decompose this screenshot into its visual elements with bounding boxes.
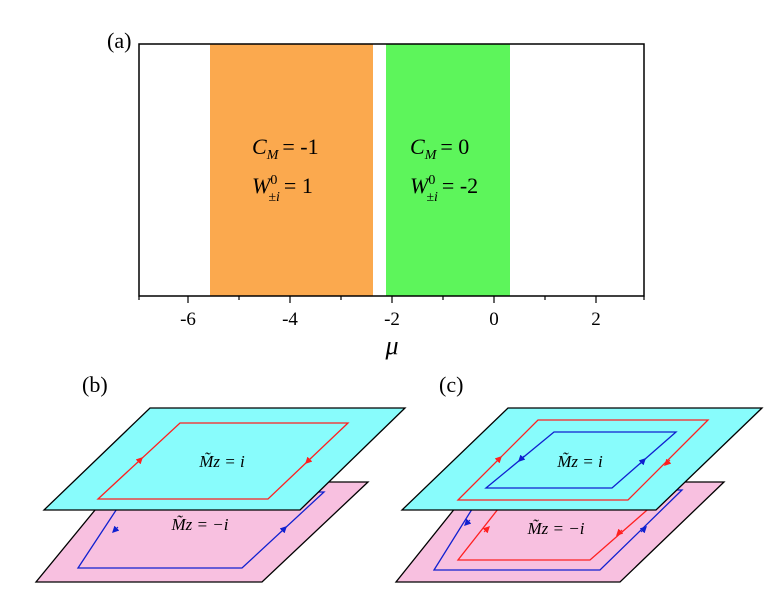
tick-label: 0 xyxy=(489,309,499,330)
top-plane xyxy=(400,407,764,511)
phase-band-green xyxy=(386,44,510,296)
tick-label: 2 xyxy=(591,309,601,330)
blue-arrow-icon xyxy=(279,526,287,534)
panel-c: (c) M̃z = −i M̃z = i xyxy=(394,372,764,583)
blue-edge-loop xyxy=(484,431,678,489)
red-arrow-icon xyxy=(305,456,313,464)
red-edge-loop xyxy=(456,419,710,501)
panel-a: (a) CM= -1 W0±i= 1 CM= 0 W0±i= -2 xyxy=(107,28,645,360)
tick-label: -2 xyxy=(384,309,400,330)
x-axis-label: μ xyxy=(384,331,398,360)
bottom-plane-label: M̃z = −i xyxy=(527,519,585,538)
red-edge-loop xyxy=(96,422,350,500)
band-1-winding-label: W0±i= 1 xyxy=(252,173,313,205)
bottom-plane-label: M̃z = −i xyxy=(171,515,229,534)
blue-arrow-icon xyxy=(639,526,647,534)
panel-b-label: (b) xyxy=(82,372,108,397)
panel-c-label: (c) xyxy=(439,372,463,397)
band-1-chern-label: CM= -1 xyxy=(252,134,319,163)
x-axis-ticks xyxy=(138,296,645,303)
blue-arrow-icon xyxy=(464,518,472,526)
top-plane xyxy=(42,407,407,511)
band-2-chern-label: CM= 0 xyxy=(410,134,469,163)
red-arrow-icon xyxy=(664,458,672,466)
red-arrow-icon xyxy=(135,457,143,465)
red-arrow-icon xyxy=(482,526,490,534)
x-axis-tick-labels: -6 -4 -2 0 2 xyxy=(180,309,601,330)
red-arrow-icon xyxy=(616,528,624,536)
band-2-winding-label: W0±i= -2 xyxy=(410,173,478,205)
panel-a-label: (a) xyxy=(107,28,131,53)
red-arrow-icon xyxy=(494,456,502,464)
blue-arrow-icon xyxy=(518,454,526,462)
phase-band-orange xyxy=(210,44,373,296)
top-plane-label: M̃z = i xyxy=(556,452,603,471)
tick-label: -6 xyxy=(180,309,196,330)
blue-arrow-icon xyxy=(112,525,120,533)
blue-arrow-icon xyxy=(638,458,646,466)
top-plane-label: M̃z = i xyxy=(198,452,245,471)
panel-b: (b) M̃z = −i M̃z = i xyxy=(34,372,407,583)
tick-label: -4 xyxy=(282,309,298,330)
